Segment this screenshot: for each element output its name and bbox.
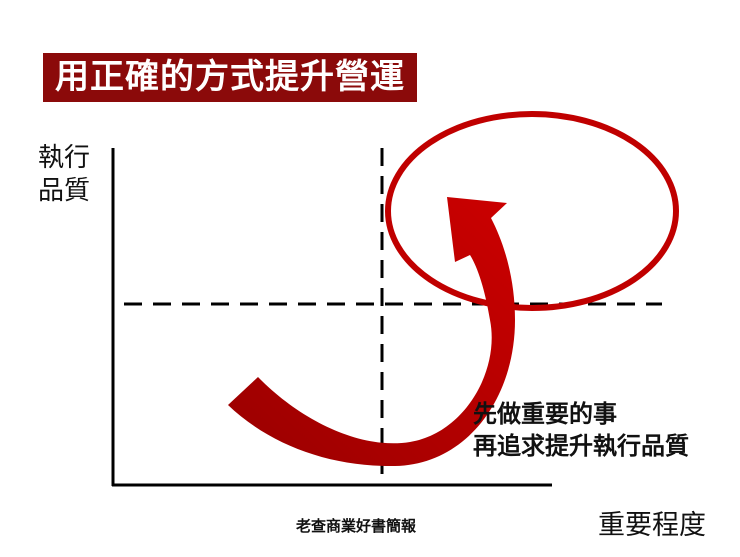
curved-arrow-icon: [228, 197, 515, 467]
y-axis-label-line1: 執行: [38, 143, 91, 173]
caption-line1: 先做重要的事: [473, 400, 617, 428]
y-axis-label: 執行 品質: [38, 142, 98, 208]
x-axis-label: 重要程度: [598, 510, 706, 541]
caption-line2: 再追求提升執行品質: [473, 432, 689, 460]
slide-title: 用正確的方式提升營運: [43, 53, 417, 102]
caption: 先做重要的事 再追求提升執行品質: [473, 398, 689, 462]
y-axis-label-line2: 品質: [38, 176, 91, 206]
target-ellipse: [385, 111, 679, 311]
footer-credit: 老查商業好書簡報: [296, 517, 417, 535]
